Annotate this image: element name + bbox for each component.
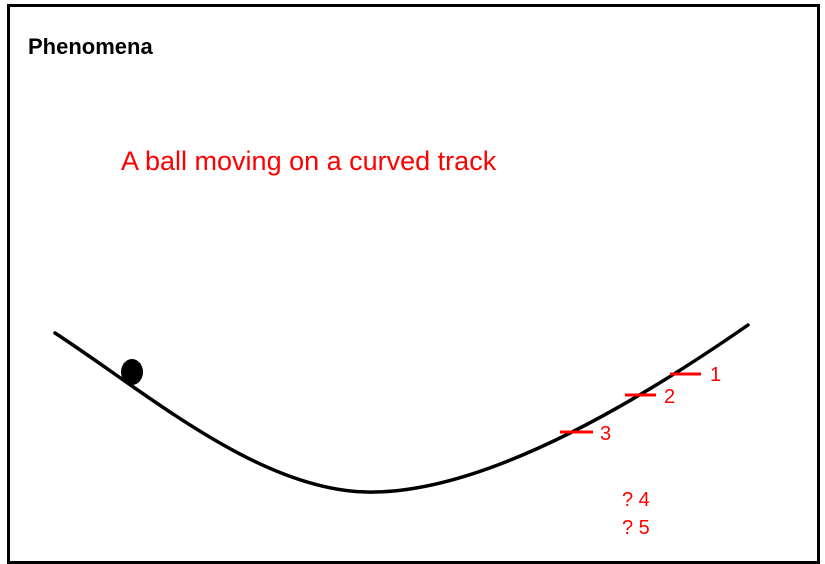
position-mark-2-label: 2 — [664, 386, 675, 408]
unknown-position-4-label: ? 4 — [622, 489, 650, 511]
position-mark-2: 2 — [625, 386, 675, 408]
phenomena-panel — [7, 4, 820, 564]
position-mark-3: 3 — [560, 423, 611, 445]
position-mark-1: 1 — [670, 364, 721, 386]
position-mark-3-label: 3 — [600, 423, 611, 445]
ball — [121, 359, 143, 385]
position-mark-1-label: 1 — [710, 364, 721, 386]
curved-track — [53, 323, 750, 494]
section-title: Phenomena — [28, 34, 153, 59]
unknown-position-5-label: ? 5 — [622, 517, 650, 539]
diagram-caption: A ball moving on a curved track — [121, 146, 497, 176]
